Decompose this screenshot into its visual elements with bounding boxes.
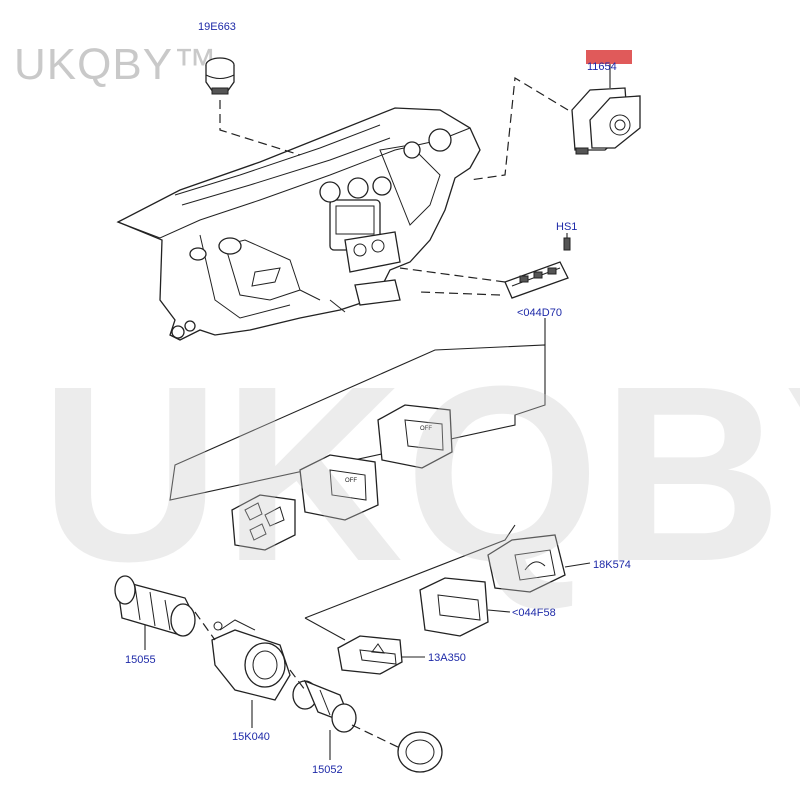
switch-off-legend-1: OFF: [345, 478, 357, 484]
part-18K574-switch: [487, 534, 566, 593]
part-15K040-socket-housing: [211, 619, 291, 701]
part-cap: [397, 731, 443, 773]
part-044D70-switch-panel: [504, 261, 569, 299]
leader-lighter-chain: [194, 611, 401, 749]
leader-044D70: [399, 267, 506, 296]
label-18K574: 18K574: [593, 559, 631, 571]
group-switch-middle: OFF: [299, 454, 379, 521]
part-13A350-hazard-switch: [337, 635, 403, 675]
part-HS1-screw: [563, 233, 571, 251]
group-switch-left: [231, 494, 296, 551]
watermark-small: UKQBY™: [14, 40, 219, 89]
part-15055-power-socket: [114, 575, 196, 637]
group-switch-right: OFF: [377, 404, 453, 469]
lower-group-frame: [304, 524, 516, 641]
label-15K040: 15K040: [232, 731, 270, 743]
leader-19E663: [219, 100, 301, 156]
label-11654: 11654: [587, 61, 617, 73]
switch-group-frame: [169, 344, 546, 501]
instrument-panel: [116, 107, 481, 341]
leader-11654-b: [469, 76, 569, 181]
label-13A350: 13A350: [428, 652, 466, 664]
leader-18K574: [564, 562, 591, 568]
label-044D70: <044D70: [517, 307, 562, 319]
label-15052: 15052: [312, 764, 343, 776]
part-15052-lighter: [292, 679, 357, 733]
label-19E663: 19E663: [198, 21, 236, 33]
label-044F58: <044F58: [512, 607, 556, 619]
label-15055: 15055: [125, 654, 156, 666]
leader-044F58: [487, 609, 511, 613]
part-19E663-button: [205, 57, 235, 95]
switch-off-legend-2: OFF: [420, 426, 432, 432]
part-11654-headlamp-switch: [571, 87, 641, 155]
highlight-11654: [586, 50, 632, 64]
label-HS1: HS1: [556, 221, 577, 233]
part-044F58-blank: [419, 577, 489, 637]
